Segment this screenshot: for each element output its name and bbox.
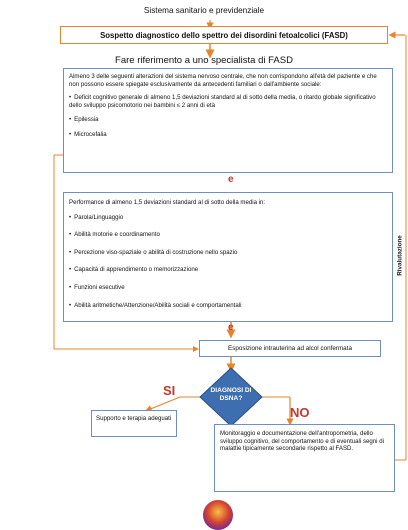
performance-item: Capacità di apprendimento o memorizzazio… xyxy=(69,266,387,274)
cns-item: Microcefalia xyxy=(69,131,387,139)
cns-item: Deficit cognitivo generale di almeno 1,5… xyxy=(69,94,387,109)
connector-lines xyxy=(53,20,407,461)
monitoring-box: Monitoraggio e documentazione dell'antro… xyxy=(214,424,395,492)
performance-box: Performance di almeno 1,5 deviazioni sta… xyxy=(63,192,393,322)
performance-item: Abilità aritmetiche/Attenzione/Abilità s… xyxy=(69,302,387,310)
cns-item: Epilessia xyxy=(69,116,387,124)
performance-intro: Performance di almeno 1,5 deviazioni sta… xyxy=(69,199,266,206)
performance-item: Funzioni esecutive xyxy=(69,284,387,292)
suspect-label: Sospetto diagnostico dello spettro dei d… xyxy=(100,30,348,40)
cns-criteria-intro: Almeno 3 delle seguenti alterazioni del … xyxy=(69,73,377,88)
cns-criteria-box: Almeno 3 delle seguenti alterazioni del … xyxy=(63,68,393,173)
diamond-label: DIAGNOSI DI DSNA? xyxy=(210,387,252,402)
support-label: Supporto e terapia adeguati xyxy=(96,415,172,422)
header-label: Sistema sanitario e previdenziale xyxy=(143,6,265,15)
suspect-box: Sospetto diagnostico dello spettro dei d… xyxy=(60,26,388,44)
no-label: NO xyxy=(290,405,310,420)
refer-label: Fare riferimento a uno specialista di FA… xyxy=(115,55,293,66)
logo-icon xyxy=(203,500,233,530)
performance-item: Abilità motorie e coordinamento xyxy=(69,231,387,239)
support-box: Supporto e terapia adeguati xyxy=(91,410,177,437)
yes-label: SI xyxy=(163,383,176,398)
exposure-box: Esposizione intrauterina ad alcol confer… xyxy=(199,340,381,357)
performance-item: Parola/Linguaggio xyxy=(69,214,387,222)
connector-e-2: e xyxy=(228,322,234,333)
monitoring-label: Monitoraggio e documentazione dell'antro… xyxy=(220,430,384,453)
exposure-label: Esposizione intrauterina ad alcol confer… xyxy=(228,345,352,352)
revaluation-label: Rivalutazione xyxy=(396,235,404,276)
arrow-yes xyxy=(144,396,181,412)
connector-e-1: e xyxy=(228,174,234,185)
performance-item: Percezione viso-spaziale o abilità di co… xyxy=(69,249,387,257)
